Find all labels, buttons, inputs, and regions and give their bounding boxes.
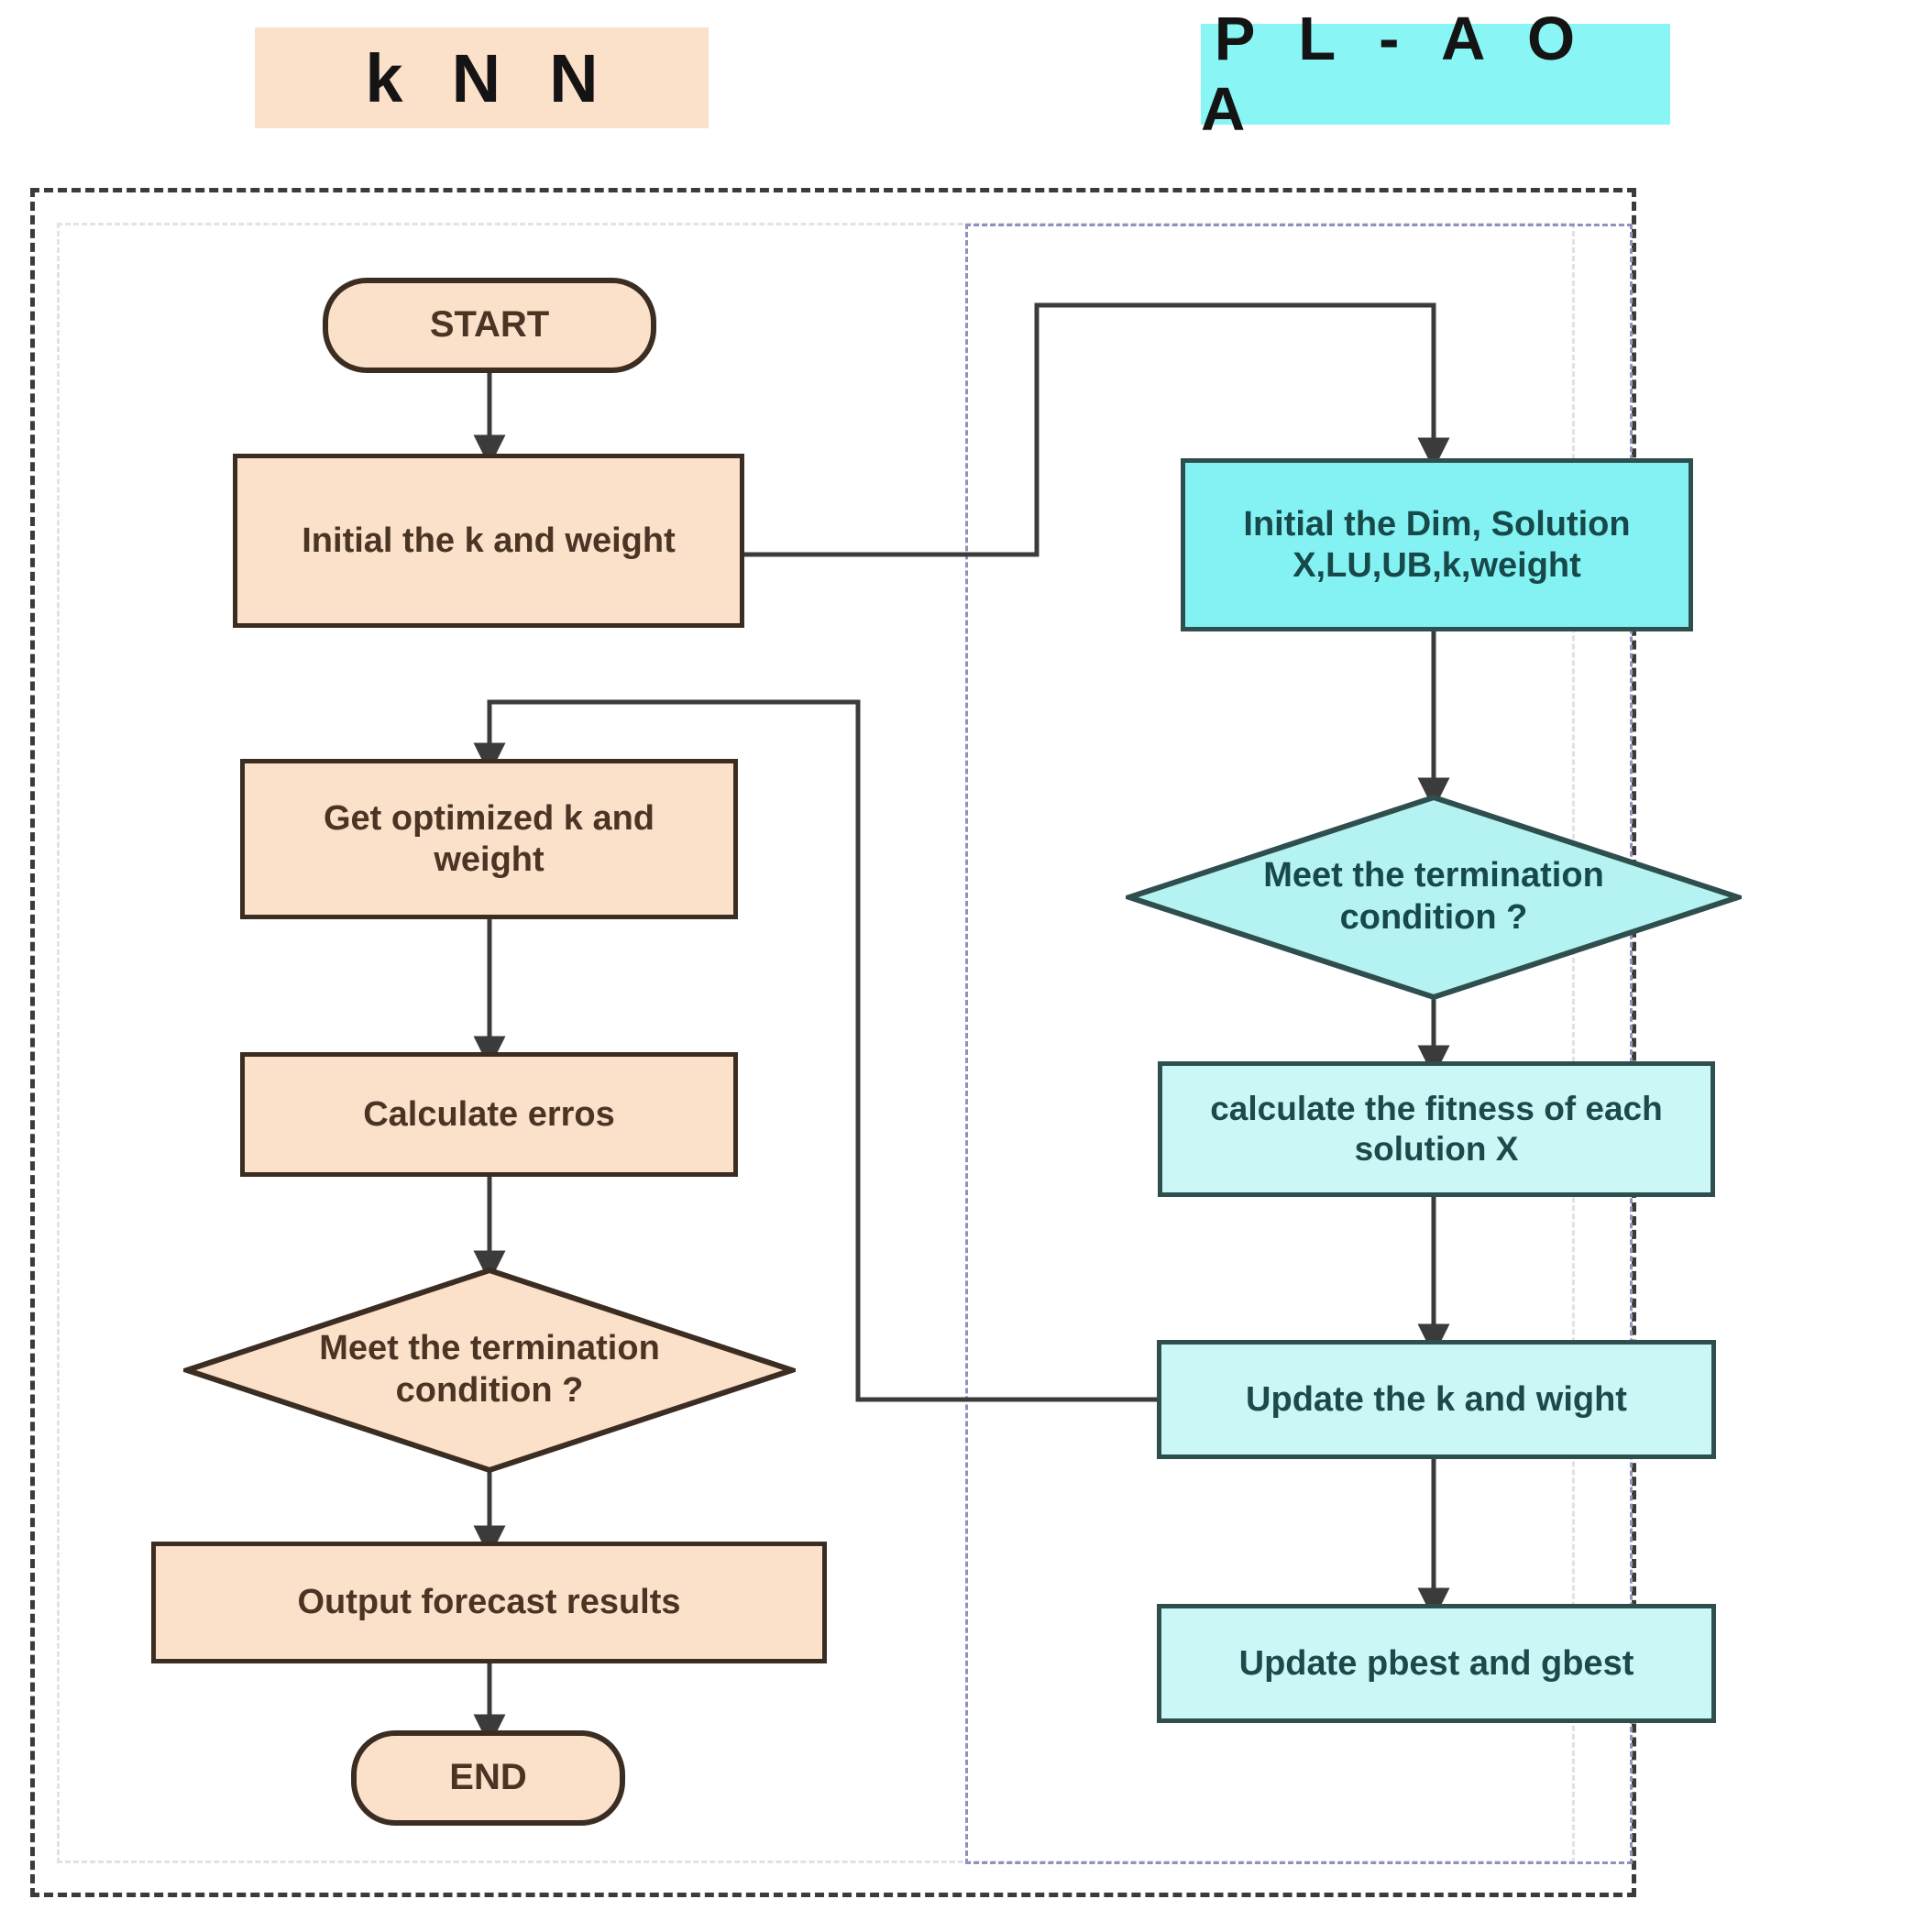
outer-dashed-frame: [30, 188, 1636, 1897]
title-plaoa-label: P L - A O A: [1201, 5, 1589, 144]
node-update-k-weight-label: Update the k and wight: [1246, 1379, 1627, 1419]
node-end[interactable]: END: [351, 1730, 625, 1826]
node-output-forecast-label: Output forecast results: [297, 1583, 681, 1622]
node-initial-k-weight[interactable]: Initial the k and weight: [233, 454, 744, 628]
node-get-optimized[interactable]: Get optimized k and weight: [240, 759, 738, 919]
node-plaoa-initial-line1: Initial the Dim, Solution: [1243, 504, 1631, 543]
node-get-optimized-line2: weight: [434, 840, 544, 879]
node-end-label: END: [449, 1757, 527, 1798]
title-banner-plaoa: P L - A O A: [1201, 5, 1670, 144]
node-output-forecast[interactable]: Output forecast results: [151, 1542, 827, 1663]
node-initial-k-weight-label: Initial the k and weight: [302, 521, 676, 560]
node-calculate-fitness-line1: calculate the fitness of each: [1210, 1090, 1663, 1128]
node-plaoa-initial-line2: X,LU,UB,k,weight: [1292, 545, 1581, 585]
node-calculate-fitness-line2: solution X: [1354, 1130, 1519, 1168]
node-get-optimized-line1: Get optimized k and: [323, 798, 655, 838]
node-plaoa-initial[interactable]: Initial the Dim, Solution X,LU,UB,k,weig…: [1181, 458, 1693, 631]
title-knn-label: k N N: [365, 39, 613, 116]
node-calculate-fitness-label: calculate the fitness of each solution X: [1201, 1089, 1672, 1169]
node-calculate-errors-label: Calculate erros: [363, 1094, 615, 1134]
node-calculate-errors[interactable]: Calculate erros: [240, 1052, 738, 1177]
node-update-k-weight[interactable]: Update the k and wight: [1157, 1340, 1716, 1459]
node-start-label: START: [429, 304, 550, 346]
node-plaoa-decision[interactable]: Meet the termination condition ?: [1126, 794, 1742, 1001]
node-calculate-fitness[interactable]: calculate the fitness of each solution X: [1158, 1061, 1715, 1197]
node-update-pbest-gbest[interactable]: Update pbest and gbest: [1157, 1604, 1716, 1723]
node-knn-decision[interactable]: Meet the termination condition ?: [183, 1267, 796, 1474]
plaoa-decision-shape: [1126, 794, 1742, 1001]
knn-decision-shape: [183, 1267, 796, 1474]
node-get-optimized-label: Get optimized k and weight: [314, 798, 664, 881]
node-plaoa-initial-label: Initial the Dim, Solution X,LU,UB,k,weig…: [1234, 504, 1639, 587]
node-start[interactable]: START: [323, 278, 656, 373]
node-update-pbest-gbest-label: Update pbest and gbest: [1238, 1643, 1634, 1683]
knn-group-frame: [57, 223, 1575, 1863]
title-banner-knn: k N N: [255, 27, 709, 128]
